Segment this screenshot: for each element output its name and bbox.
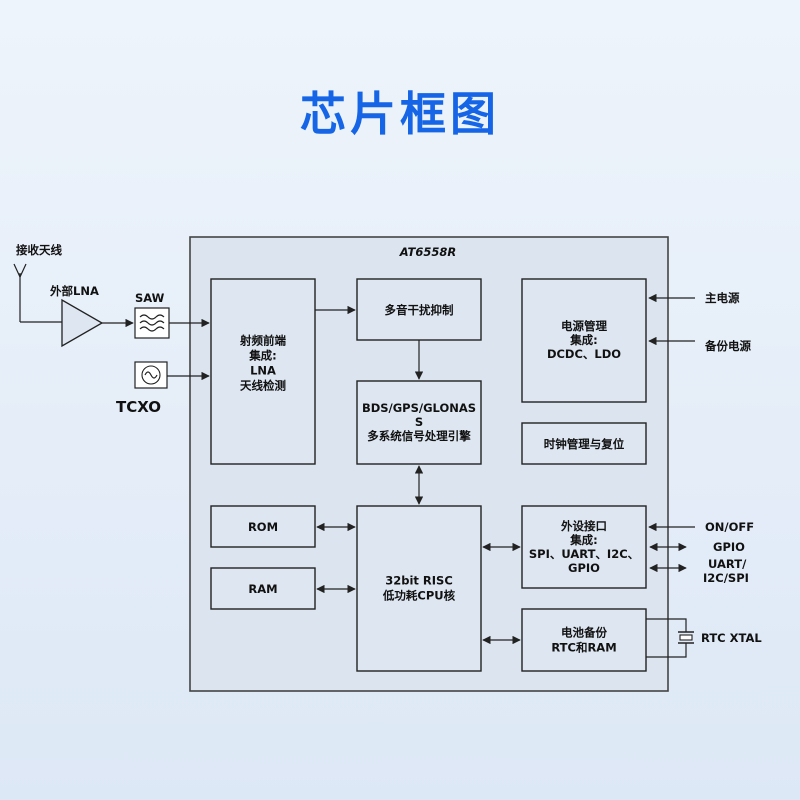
gpio-label: GPIO	[713, 540, 745, 554]
power-line-0: 电源管理	[561, 319, 607, 333]
rtc-xtal-label: RTC XTAL	[701, 631, 762, 645]
cpu-line-0: 32bit RISC	[385, 574, 453, 588]
peripheral-interface-text: 外设接口集成:SPI、UART、I2C、GPIO	[529, 519, 639, 575]
cpu-line-1: 低功耗CPU核	[382, 589, 456, 603]
backup-line-0: 电池备份	[561, 626, 607, 640]
clock-reset-text: 时钟管理与复位	[544, 437, 625, 451]
anti-jam-block: 多音干扰抑制	[356, 278, 482, 341]
engine-line-2: 多系统信号处理引擎	[367, 429, 471, 443]
periph-line-2: SPI、UART、I2C、	[529, 547, 639, 561]
power-management-text: 电源管理集成:DCDC、LDO	[547, 319, 621, 361]
lna-label: 外部LNA	[49, 284, 99, 298]
power-line-1: 集成:	[569, 333, 598, 347]
power-management-block: 电源管理集成:DCDC、LDO	[521, 278, 647, 403]
rom-line-0: ROM	[248, 520, 278, 534]
tcxo-oscillator-icon	[134, 361, 168, 389]
saw-filter-icon	[134, 307, 170, 339]
rtc-xtal-wire-top	[646, 618, 687, 632]
uart-label-line1: UART/	[708, 557, 747, 571]
backup-power-label: 备份电源	[704, 339, 751, 353]
tcxo-label: TCXO	[116, 398, 161, 416]
peripheral-interface-block: 外设接口集成:SPI、UART、I2C、GPIO	[521, 505, 647, 589]
backup-line-1: RTC和RAM	[551, 641, 616, 655]
onoff-label: ON/OFF	[705, 520, 754, 534]
rtc-xtal-wire-bottom	[646, 643, 687, 658]
power-line-2: DCDC、LDO	[547, 347, 621, 361]
rf-line-1: 集成:	[248, 349, 277, 363]
engine-line-0: BDS/GPS/GLONAS	[362, 401, 476, 415]
uart-label-line2: I2C/SPI	[703, 571, 749, 585]
anti-jam-text: 多音干扰抑制	[385, 303, 454, 317]
ram-text: RAM	[248, 582, 277, 596]
clock-line-0: 时钟管理与复位	[544, 437, 625, 451]
main-power-label: 主电源	[705, 291, 740, 305]
periph-line-1: 集成:	[569, 533, 598, 547]
rf-line-2: LNA	[250, 364, 276, 378]
clock-reset-block: 时钟管理与复位	[521, 422, 647, 465]
ram-line-0: RAM	[248, 582, 277, 596]
antenna-icon	[13, 263, 27, 322]
crystal-icon	[678, 631, 694, 644]
anti_jam-line-0: 多音干扰抑制	[385, 303, 454, 317]
saw-label: SAW	[135, 291, 165, 305]
rom-block: ROM	[210, 505, 316, 548]
periph-line-0: 外设接口	[560, 519, 607, 533]
periph-line-3: GPIO	[568, 561, 600, 575]
engine-line-1: S	[415, 415, 423, 429]
ram-block: RAM	[210, 567, 316, 610]
page-title: 芯片框图	[300, 87, 500, 141]
lna-amplifier-icon	[61, 298, 104, 348]
rom-text: ROM	[248, 520, 278, 534]
rf-line-3: 天线检测	[240, 379, 286, 393]
antenna-label: 接收天线	[16, 243, 62, 257]
chip-name: AT6558R	[399, 245, 457, 259]
rf-line-0: 射频前端	[239, 334, 286, 348]
